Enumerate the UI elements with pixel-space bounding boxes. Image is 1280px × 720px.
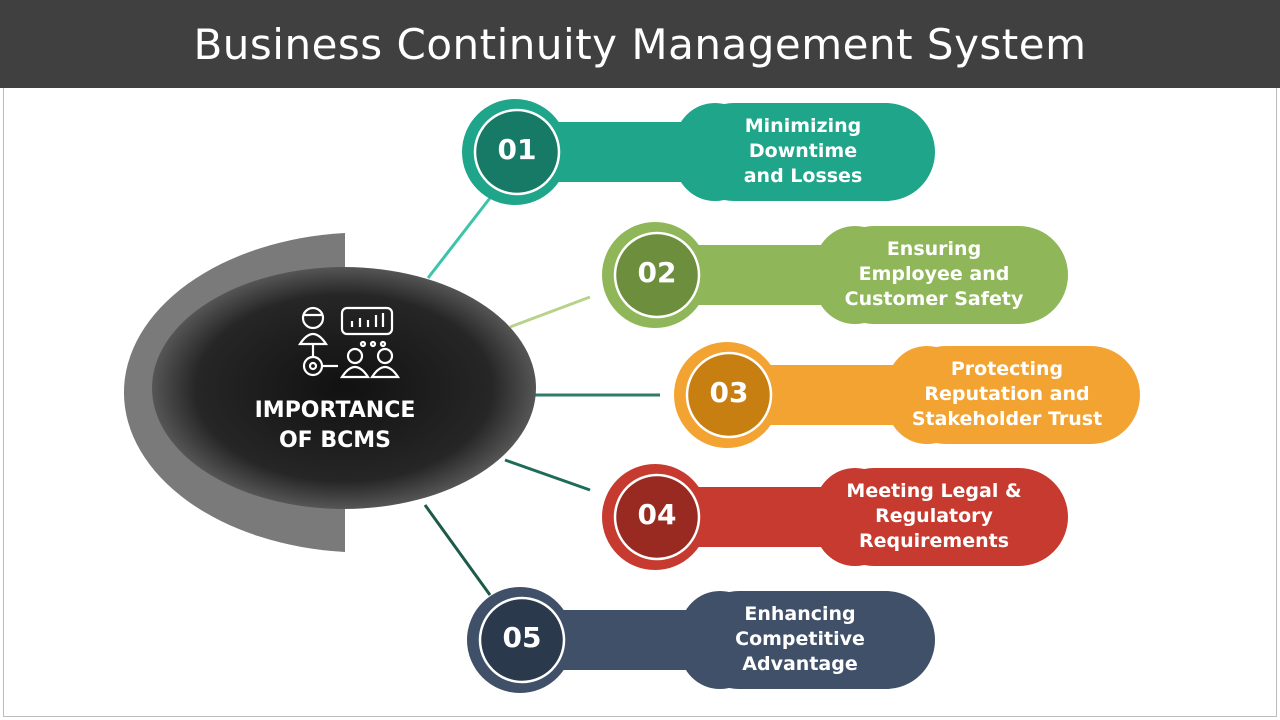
connector-line-01 <box>426 197 492 279</box>
item-label-line2: Employee and <box>858 263 1010 285</box>
item-label-line2: Competitive <box>735 628 865 650</box>
item-number: 05 <box>502 621 542 654</box>
item-04 <box>602 464 1068 570</box>
item-label-line1: Protecting <box>950 358 1064 380</box>
number-badge <box>613 473 701 561</box>
item-label-line1: Minimizing <box>744 115 862 137</box>
item-number: 03 <box>709 376 749 409</box>
item-label-line1: Enhancing <box>744 603 856 625</box>
slide-title: Business Continuity Management System <box>193 19 1087 69</box>
item-02 <box>602 222 1068 328</box>
item-label-line3: Requirements <box>858 530 1009 552</box>
number-badge <box>613 231 701 319</box>
item-01 <box>462 99 935 205</box>
item-label-line2: Downtime <box>748 140 858 162</box>
item-label-line2: Regulatory <box>875 505 993 527</box>
item-label-line1: Ensuring <box>886 238 982 260</box>
center-label: IMPORTANCE OF BCMS <box>190 396 480 456</box>
item-label-line3: and Losses <box>743 165 863 187</box>
item-03 <box>674 342 1140 448</box>
connector-line-02 <box>509 295 591 329</box>
item-number: 01 <box>497 133 537 166</box>
team-analytics-icon <box>297 306 401 379</box>
slide-frame <box>3 88 1277 717</box>
item-number: 04 <box>637 498 677 531</box>
number-badge <box>473 108 561 196</box>
center-label-line2: OF BCMS <box>278 428 392 453</box>
item-label-line1: Meeting Legal & <box>846 480 1022 502</box>
item-label-line3: Customer Safety <box>844 288 1024 310</box>
item-label-line2: Reputation and <box>924 383 1090 405</box>
connector-line-05 <box>423 504 492 596</box>
item-label-line3: Advantage <box>742 653 858 675</box>
number-badge <box>478 596 566 684</box>
item-number: 02 <box>637 256 677 289</box>
number-badge <box>685 351 773 439</box>
center-label-line1: IMPORTANCE <box>254 398 416 423</box>
item-05 <box>467 587 935 693</box>
connector-line-04 <box>504 458 591 492</box>
title-bar: Business Continuity Management System <box>0 0 1280 88</box>
item-label-line3: Stakeholder Trust <box>911 408 1103 430</box>
center-circle <box>152 267 536 509</box>
